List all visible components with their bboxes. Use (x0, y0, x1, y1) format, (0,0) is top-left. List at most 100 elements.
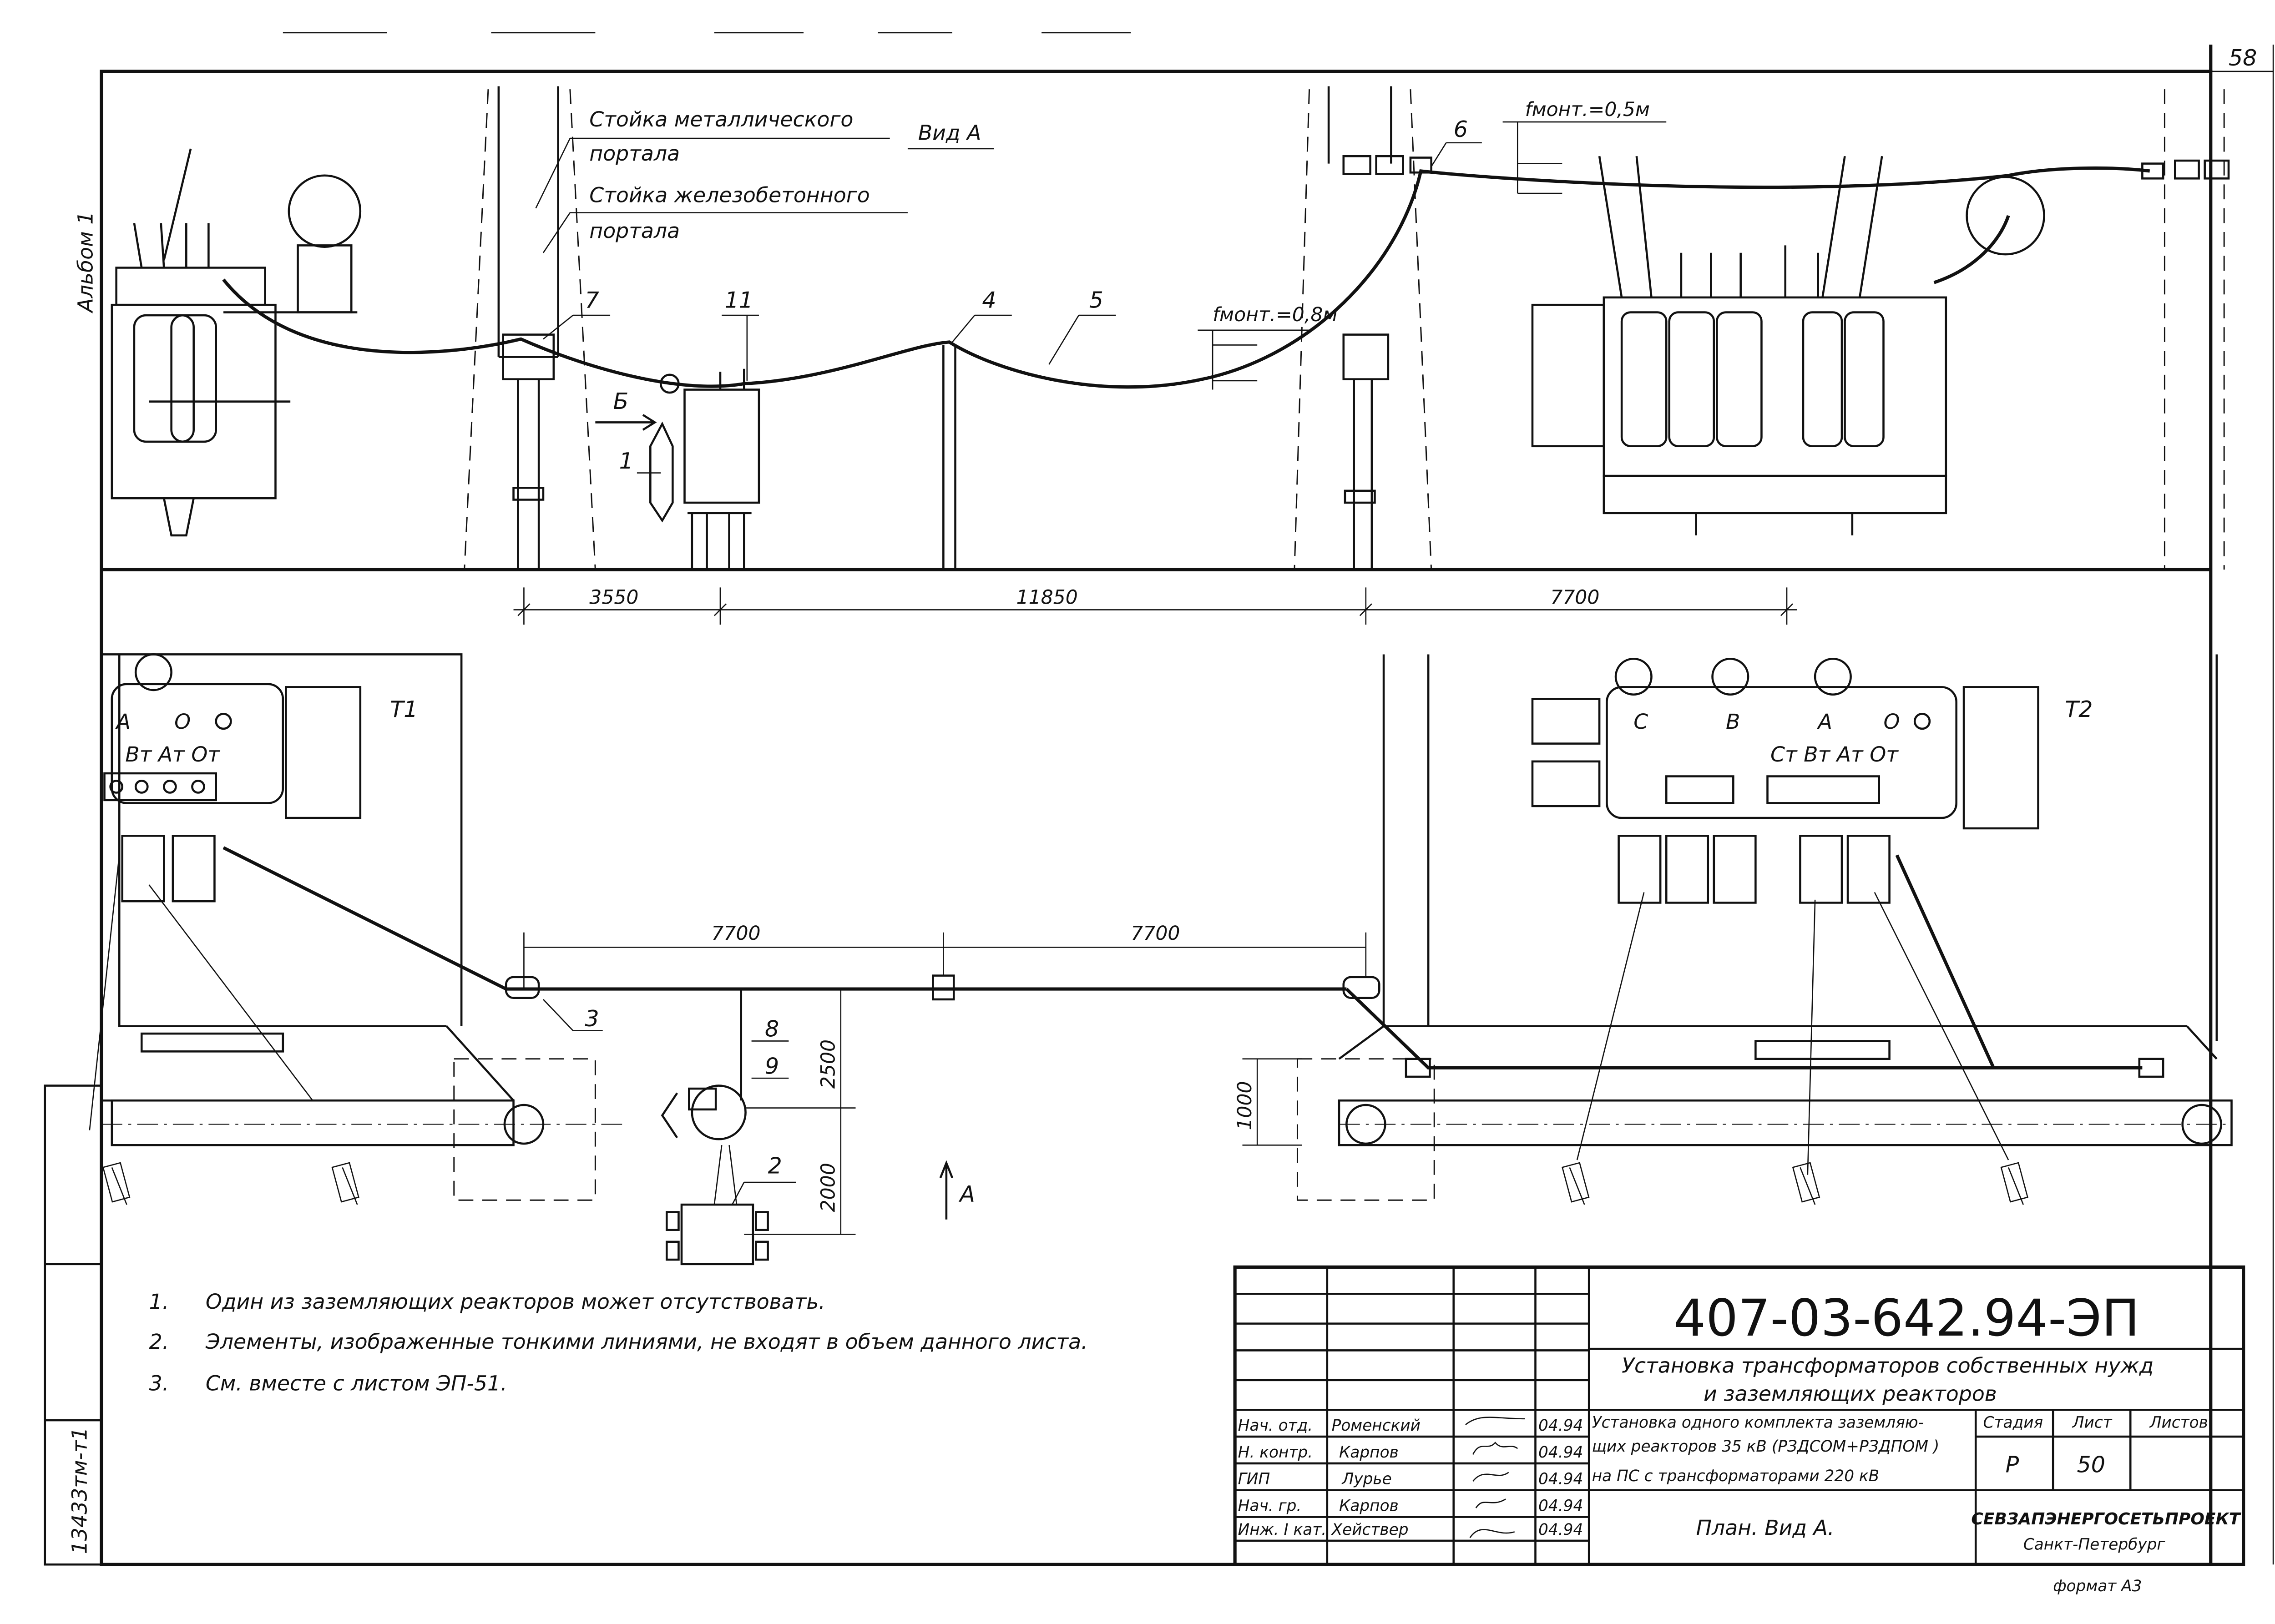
label-view-a-labels-concrete-portal-line2: портала (589, 219, 680, 243)
label-plan-dimensions-v-right: 1000 (1234, 1081, 1256, 1130)
sheet-number: 58 (2229, 45, 2257, 71)
label-plan-positions-2: 9 (765, 1053, 779, 1079)
label-view-a-dimensions-1: 11850 (1016, 586, 1078, 609)
grounding-reactor-plan (661, 989, 769, 1266)
label-view-a-positions-0: 7 (585, 287, 599, 313)
label-plan-t1-phases-1: O (174, 710, 191, 734)
plan-view: 7700 7700 2500 2000 1000 А T1 A O Вт Ат … (89, 653, 2233, 1266)
label-view-a-positions-2: 4 (982, 287, 996, 313)
label-title-block-signatures-1-name: Карпов (1339, 1443, 1399, 1462)
label-title-block-stage: Р (2006, 1452, 2019, 1478)
label-title-block-project-title-line1: Установка трансформаторов собственных ну… (1622, 1353, 2154, 1377)
label-plan-dimensions-top-right: 7700 (1131, 923, 1180, 945)
label-notes-1-text: Элементы, изображенные тонкими линиями, … (205, 1330, 1088, 1354)
label-plan-positions-3: 2 (768, 1152, 782, 1179)
label-notes-2-text: См. вместе с листом ЭП-51. (206, 1372, 507, 1396)
label-title-block-signatures-2-role: ГИП (1238, 1470, 1270, 1488)
label-plan-t1-name: T1 (390, 696, 418, 722)
signature-rows: Нач. отд. Роменский 04.94 Н. контр. Карпов 0… (1238, 1417, 1583, 1539)
transformer-t2-plan (1531, 657, 2039, 1060)
label-title-block-signatures-1-date: 04.94 (1538, 1443, 1583, 1462)
label-view-a-positions-1: 11 (725, 287, 753, 313)
label-title-block-signatures-2-name: Лурье (1341, 1470, 1392, 1488)
label-title-block-signatures-0-date: 04.94 (1538, 1417, 1583, 1435)
label-title-block-signatures-1-role: Н. контр. (1238, 1443, 1313, 1462)
label-plan-t2-phases-0: C (1633, 710, 1648, 734)
organization: СЕВЗАПЭНЕРГОСЕТЬПРОЕКТ (1971, 1510, 2241, 1528)
label-plan-t2-phases-3: O (1884, 710, 1900, 734)
label-plan-dimensions-top-left: 7700 (711, 923, 760, 945)
label-plan-t1-terminals: Вт Ат От (125, 742, 220, 767)
label-notes-0-text: Один из заземляющих реакторов может отсу… (206, 1290, 825, 1314)
label-title-block-signatures-3-role: Нач. гр. (1238, 1497, 1302, 1515)
label-title-block-stage-header: Стадия (1983, 1413, 2043, 1432)
view-a-dimensions: 3550 11850 7700 (513, 586, 1797, 625)
label-view-a-labels-sag-right: fмонт.=0,5м (1525, 99, 1650, 121)
label-plan-dimensions-v-lower: 2000 (818, 1163, 840, 1212)
label-title-block-project-title-line2: и заземляющих реакторов (1704, 1382, 1997, 1406)
label-view-a-labels-sag-left: fмонт.=0,8м (1213, 304, 1337, 326)
label-plan-positions-0: 3 (585, 1005, 599, 1032)
label-view-a-labels-metal-portal-line1: Стойка металлического (589, 107, 853, 131)
title-block: 407-03-642.94-ЭП Установка трансформатор… (1233, 1265, 2245, 1595)
view-a-texts: Стойка металлического портала Стойка жел… (585, 99, 1649, 474)
label-view-a-positions-3: 5 (1089, 287, 1103, 313)
label-view-a-positions-4: 6 (1454, 116, 1468, 142)
view-a-title: Вид А (918, 121, 981, 145)
label-title-block-signatures-4-role: Инж. I кат. (1238, 1521, 1327, 1539)
label-notes-0-n: 1. (149, 1290, 169, 1314)
label-view-a-dimensions-0: 3550 (589, 586, 638, 609)
transformer-t2-side (1531, 156, 2045, 535)
label-title-block-signatures-4-date: 04.94 (1538, 1521, 1583, 1539)
right-portal (1294, 86, 1432, 570)
notes: 1. Один из заземляющих реакторов может от… (149, 1290, 1088, 1396)
drawing-name: План. Вид А. (1696, 1516, 1835, 1540)
grounding-reactor-side (595, 368, 760, 570)
leader-lines (535, 121, 1667, 474)
label-title-block-sheet-header: Лист (2072, 1413, 2113, 1432)
view-direction-arrow: А (939, 1160, 975, 1220)
label-plan-view-arrow: А (958, 1181, 975, 1207)
plan-dimensions: 7700 7700 2500 2000 1000 (523, 923, 1367, 1235)
label-view-a-labels-concrete-portal-line1: Стойка железобетонного (589, 183, 870, 207)
ground-rods (102, 1162, 2028, 1205)
signature-marks (1465, 1417, 1525, 1538)
label-notes-1-n: 2. (149, 1330, 169, 1354)
plan-texts: T1 A O Вт Ат От T2 C B A O Ст Вт Ат От 3… (115, 696, 2093, 1205)
album-label: Альбом 1 (73, 212, 97, 314)
label-title-block-signatures-3-date: 04.94 (1538, 1497, 1583, 1515)
sheet-frame: 58 Альбом 1 13433тм-т1 (44, 32, 2274, 1566)
label-plan-positions-1: 8 (765, 1016, 779, 1042)
flexible-busbar (222, 166, 2150, 389)
middle-insulator-post (942, 345, 956, 570)
transformer-t1-side (111, 148, 362, 537)
label-title-block-sheet-title-line1: Установка одного комплекта заземляю- (1592, 1413, 1924, 1432)
far-right-portal (2141, 89, 2230, 570)
document-code: 407-03-642.94-ЭП (1674, 1289, 2140, 1348)
label-plan-t2-phases-1: B (1726, 710, 1740, 734)
label-plan-t2-name: T2 (2065, 696, 2093, 722)
label-view-a-dimensions-2: 7700 (1550, 586, 1599, 609)
label-title-block-signatures-0-role: Нач. отд. (1238, 1417, 1313, 1435)
label-plan-dimensions-v-upper: 2500 (818, 1039, 840, 1089)
label-title-block-signatures-3-name: Карпов (1339, 1497, 1399, 1515)
label-plan-t2-phases-2: A (1817, 710, 1832, 734)
label-title-block-sheet: 50 (2077, 1452, 2105, 1478)
label-title-block-sheet-title-line3: на ПС с трансформаторами 220 кВ (1592, 1467, 1879, 1485)
label-title-block-signatures-4-name: Хействер (1331, 1521, 1409, 1539)
label-title-block-signatures-0-name: Роменский (1332, 1417, 1421, 1435)
label-view-a-labels-arrow-b: Б (613, 388, 629, 414)
label-title-block-sheets-header: Листов (2149, 1413, 2208, 1432)
transformer-t1-plan (103, 653, 362, 1053)
label-plan-t2-terminals: Ст Вт Ат От (1770, 742, 1899, 767)
label-view-a-labels-metal-portal-line2: портала (589, 141, 680, 166)
view-a-elevation: Стойка металлического портала Стойка жел… (101, 86, 2230, 625)
inventory-number: 13433тм-т1 (67, 1427, 91, 1554)
label-title-block-sheet-title-line2: щих реакторов 35 кВ (РЗДСОМ+РЗДПОМ ) (1592, 1437, 1940, 1456)
label-view-a-positions-5: 1 (619, 448, 633, 474)
label-title-block-format: формат А3 (2053, 1577, 2142, 1595)
label-plan-t1-phases-0: A (115, 710, 131, 734)
grounding-bus (222, 846, 2143, 1069)
left-portal (464, 86, 596, 570)
